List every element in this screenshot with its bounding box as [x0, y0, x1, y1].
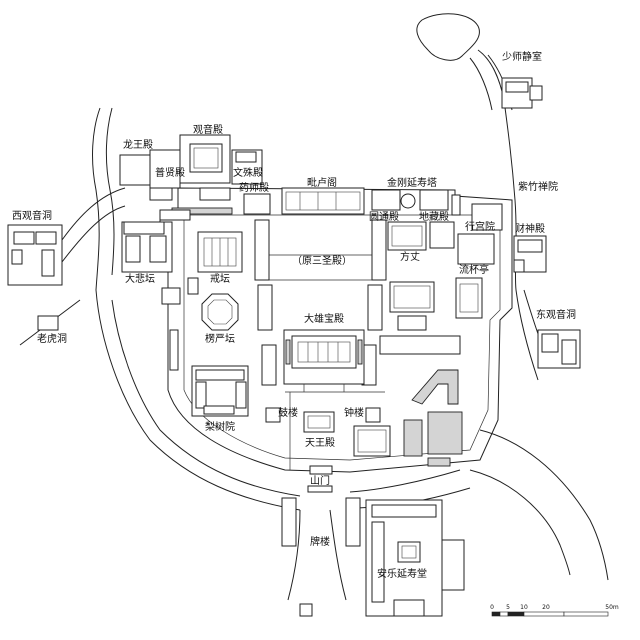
label-wenshu-dian: 文殊殿 [233, 166, 263, 179]
label-shan-men: 山门 [310, 474, 330, 487]
scale-tick-20: 20 [542, 604, 550, 611]
label-piluge: 毗卢阁 [307, 176, 337, 189]
label-yaoshi-dian: 药师殿 [239, 181, 269, 194]
label-longwang-dian: 龙王殿 [123, 138, 153, 151]
piluge-building [281, 187, 365, 215]
label-fangzhang: 方丈 [400, 250, 420, 263]
label-jie-tan: 戒坛 [210, 273, 230, 285]
label-yuantong-dian: 圆通殿 [369, 211, 399, 223]
xi-guanyin-dong-building [7, 224, 63, 286]
label-laohu-dong: 老虎洞 [37, 332, 67, 345]
caishen-dian-building [513, 235, 547, 273]
scale-tick-5: 5 [506, 604, 510, 611]
label-lengyan-tan: 楞严坛 [205, 332, 235, 345]
southeast-courtyards [353, 369, 463, 467]
label-jingang-yanshouta: 金刚延寿塔 [387, 176, 437, 189]
label-shaoshi-jingshi: 少师静室 [502, 50, 542, 63]
label-guanyin-dian: 观音殿 [193, 123, 223, 136]
bell-drum-towers [265, 407, 381, 423]
label-caishen-dian: 财神殿 [515, 222, 545, 235]
daxiong-baodian-building [283, 329, 365, 392]
shan-men-gate [307, 465, 333, 493]
label-zhong-lou: 钟楼 [344, 406, 364, 419]
label-puxian-dian: 普贤殿 [155, 166, 185, 179]
west-corridor [169, 329, 179, 371]
label-lishu-yuan: 梨树院 [205, 420, 235, 433]
scale-tick-50m: 50m [605, 604, 619, 611]
pond [416, 13, 480, 61]
east-halls [379, 221, 461, 355]
label-yuan-sansheng-dian: （原三圣殿） [292, 255, 352, 267]
xinggong-yuan-building [455, 203, 503, 319]
scale-tick-10: 10 [520, 604, 528, 611]
scale-bar: 0 5 10 20 50m [490, 604, 619, 617]
dong-guanyin-dong-building [537, 329, 581, 369]
label-tianwang-dian: 天王殿 [305, 437, 335, 449]
pai-lou-building [281, 497, 361, 547]
label-xi-guanyin-dong: 西观音洞 [12, 209, 52, 222]
jingang-area [371, 189, 461, 216]
tianwang-dian-building [303, 411, 335, 433]
jie-tan-building [187, 231, 243, 295]
scale-tick-0: 0 [490, 604, 494, 611]
label-xinggong-yuan: 行宫院 [465, 220, 495, 233]
label-daxiong-baodian: 大雄宝殿 [304, 312, 344, 325]
shaoshi-jingshi-building [501, 77, 543, 109]
labels: 少师静室 龙王殿 观音殿 普贤殿 文殊殿 药师殿 毗卢阁 金刚延寿塔 紫竹禅院 … [12, 50, 576, 580]
label-pai-lou: 牌楼 [310, 535, 330, 548]
label-dabei-tan: 大悲坛 [125, 272, 155, 285]
laohu-dong-building [37, 315, 59, 331]
anle-yanshoutang-building [299, 499, 465, 617]
label-zizhu-chanyuan: 紫竹禅院 [518, 180, 558, 193]
lengyan-tan-building [201, 293, 239, 331]
label-anle-yanshoutang: 安乐延寿堂 [377, 567, 427, 580]
label-dizang-dian: 地藏殿 [419, 210, 449, 223]
central-side-halls [254, 219, 387, 386]
label-liubei-ting: 流杯亭 [459, 263, 489, 276]
lishu-yuan-building [191, 365, 249, 417]
dabei-tan-building [121, 221, 181, 305]
guanyin-complex [119, 134, 271, 221]
label-dong-guanyin-dong: 东观音洞 [536, 308, 576, 321]
label-gu-lou: 鼓楼 [278, 406, 298, 419]
paths [19, 49, 609, 601]
